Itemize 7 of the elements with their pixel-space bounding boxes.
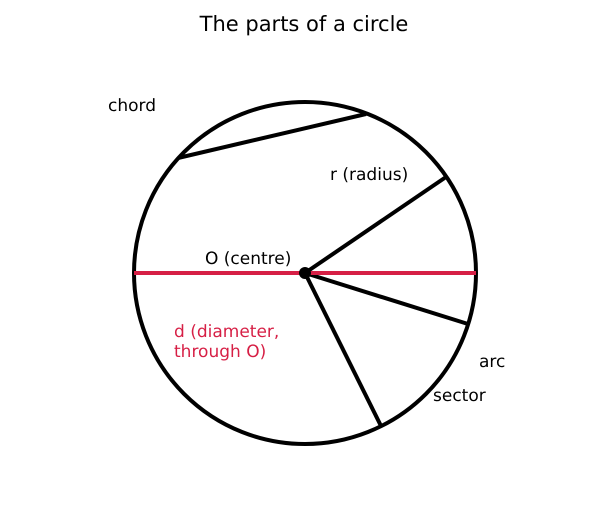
part-label: sector (433, 386, 486, 406)
part-label: r (radius) (330, 165, 408, 185)
part-label: d (diameter, through O) (174, 322, 280, 362)
part-label: arc (479, 352, 506, 372)
diagram-title: The parts of a circle (198, 11, 410, 37)
part-label: O (centre) (205, 249, 292, 269)
part-label: chord (108, 96, 156, 116)
